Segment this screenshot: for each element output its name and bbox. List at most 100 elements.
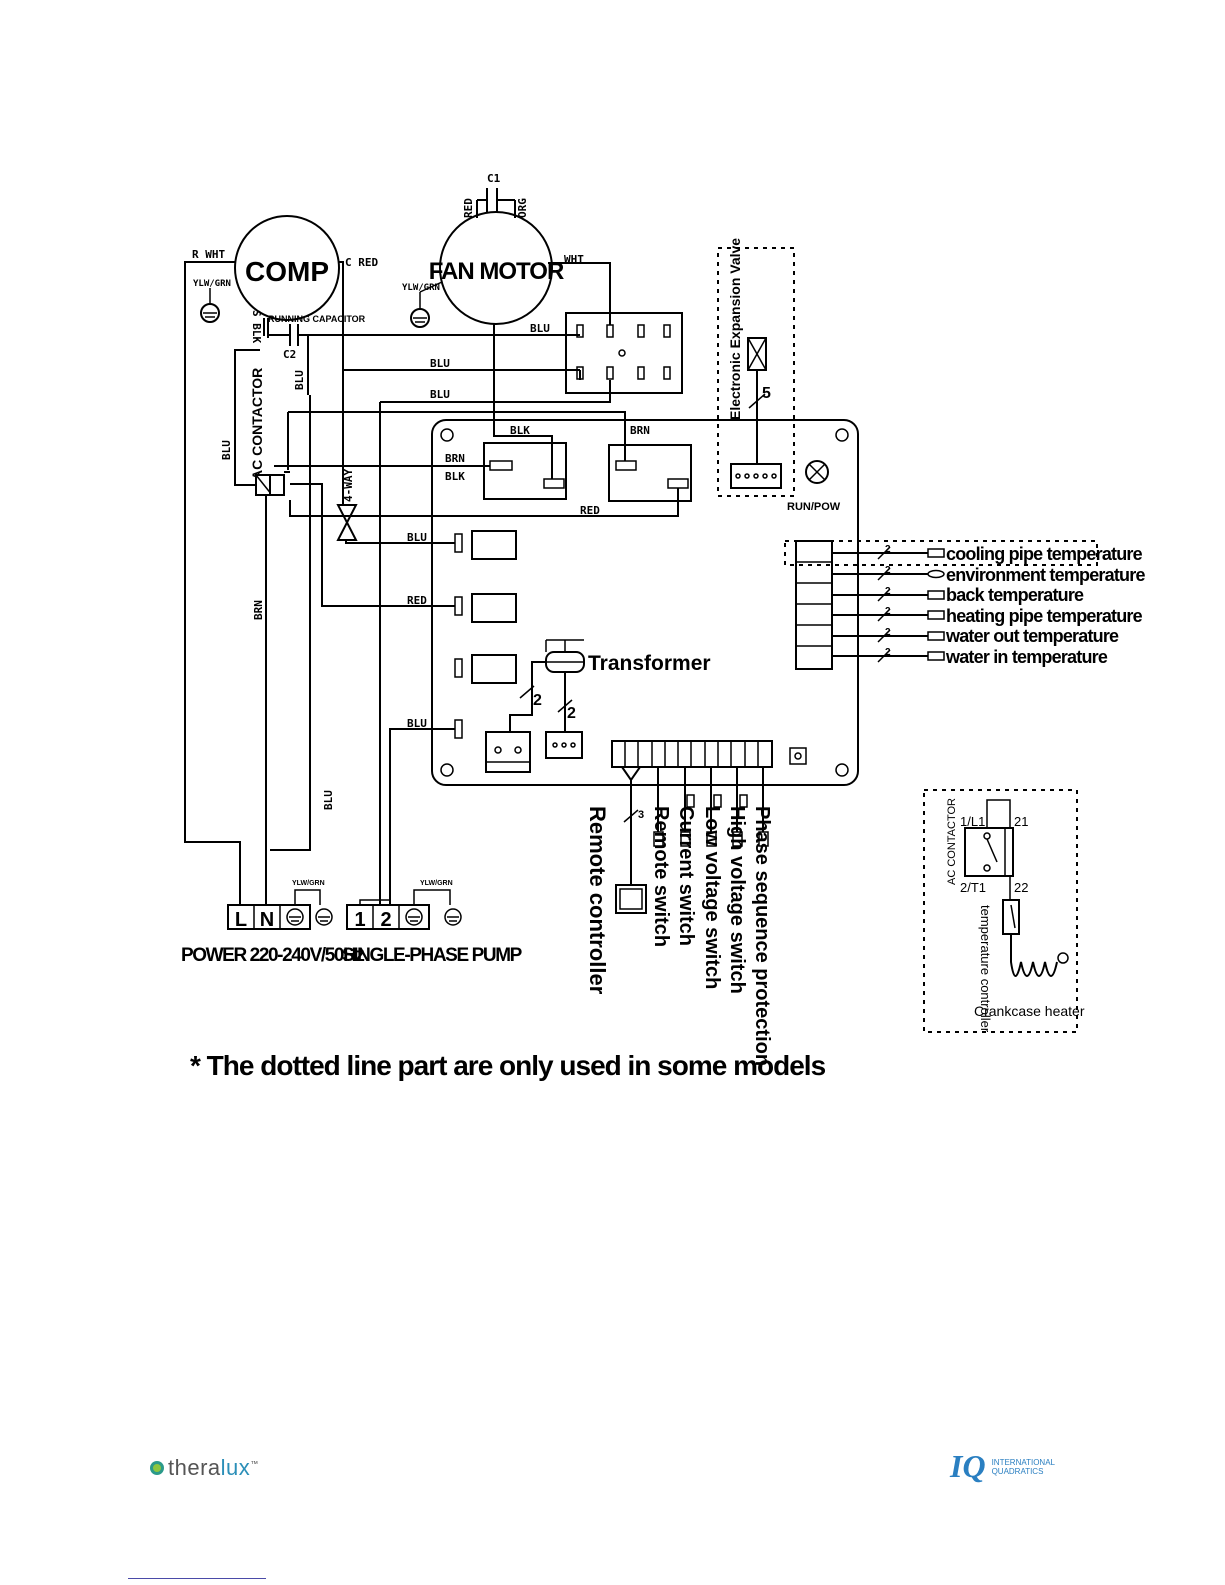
eev-dashed-box <box>717 247 795 497</box>
run-pow-label: RUN/POW <box>787 501 841 513</box>
eev-label: Electronic Expansion Valve <box>727 238 743 420</box>
transformer-wire-count: 2 <box>567 705 576 722</box>
wire-label: BLU <box>322 790 335 810</box>
comp-ground-icon <box>200 288 220 323</box>
board-small-component <box>789 747 807 765</box>
switch-label: Current switch <box>675 806 697 946</box>
comp-relay <box>483 442 567 500</box>
ac-contactor-label: AC CONTACTOR <box>249 368 265 480</box>
eev-icon <box>747 337 767 465</box>
output-terminal <box>454 654 517 684</box>
transformer-icon <box>509 639 585 732</box>
sensor-wire-count: 2 <box>885 586 891 597</box>
fan-capacitor-c1 <box>476 188 516 218</box>
wire-label: BRN <box>630 424 650 437</box>
board-mount-hole <box>835 763 849 777</box>
sensor-wire-count: 2 <box>885 647 891 658</box>
four-way-label: 4-WAY <box>342 469 355 502</box>
switch-terminal-strip <box>611 740 773 768</box>
sensor-wire-count: 2 <box>885 606 891 617</box>
run-pow-indicator <box>805 460 829 484</box>
wire-label: RED <box>580 504 600 517</box>
sensor-label: heating pipe temperature <box>946 606 1143 626</box>
transformer-wire-count: 2 <box>533 692 542 709</box>
crankcase-dashed-box <box>923 789 1078 1033</box>
output-terminal <box>454 719 463 739</box>
crankcase-t1-label: 2/T1 <box>960 880 986 895</box>
crankcase-l1-label: 1/L1 <box>960 814 985 829</box>
crankcase-heater-icon <box>1010 934 1069 977</box>
pump-ground-wire-label: YLW/GRN <box>420 880 453 887</box>
wire-label: BLK <box>445 470 465 483</box>
output-terminal <box>454 530 517 560</box>
pump-ground-icon <box>444 908 462 926</box>
switch-label: Phase sequence protection <box>751 806 773 1066</box>
sensor-label: environment temperature <box>946 565 1145 585</box>
switch-label: Remote controller <box>585 806 610 995</box>
wire-label: BLU <box>407 531 427 544</box>
board-mount-hole <box>835 428 849 442</box>
sensor-label: back temperature <box>946 585 1084 605</box>
crankcase-22-label: 22 <box>1014 880 1028 895</box>
transformer-connector <box>485 731 531 773</box>
wire-label: BRN <box>445 452 465 465</box>
fan-relay-block <box>565 312 683 394</box>
sensor-wire-count: 2 <box>885 627 891 638</box>
wire-label: BLU <box>530 322 550 335</box>
transformer-secondary-connector <box>545 731 583 759</box>
pump-terminal-1: 1 <box>354 909 365 931</box>
fan-red-wire-label: RED <box>462 198 475 218</box>
cooling-sensor-dashed-box <box>784 540 1098 566</box>
sensor-wire-count: 2 <box>885 565 891 576</box>
wire-label: RED <box>407 594 427 607</box>
comp-ground-wire-label: YLW/GRN <box>193 279 231 289</box>
footnote: * The dotted line part are only used in … <box>190 1050 826 1081</box>
four-way-valve-icon <box>336 504 358 541</box>
crankcase-heater-label: Crankcase heater <box>974 1003 1085 1019</box>
switch-label: High voltage switch <box>726 806 748 994</box>
temperature-controller-switch <box>1002 899 1020 935</box>
fan-ground-icon <box>410 281 443 328</box>
board-mount-hole <box>440 763 454 777</box>
fan-motor-label: FAN MOTOR <box>429 258 564 285</box>
output-terminal <box>454 593 517 623</box>
pump-label: SINGLE-PHASE PUMP <box>342 945 523 966</box>
comp-s-wire-label: S BLK <box>250 310 263 343</box>
fan-motor: FAN MOTOR <box>429 211 565 325</box>
wire-label: BLU <box>430 357 450 370</box>
eev-connector <box>730 463 782 489</box>
theralux-logo-icon <box>150 1461 164 1475</box>
compressor: COMP <box>234 215 340 321</box>
sensor-label: cooling pipe temperature <box>946 544 1143 564</box>
remote-controller-wire-count: 3 <box>638 809 644 821</box>
wire-label: BRN <box>252 600 265 620</box>
sensor-terminal-strip <box>795 540 833 670</box>
wire-label: BLK <box>510 424 530 437</box>
pump-terminal-2: 2 <box>380 909 391 931</box>
footer-link-underline[interactable] <box>128 1578 266 1579</box>
sensor-label: water in temperature <box>945 647 1108 667</box>
power-terminal-n: N <box>260 909 274 931</box>
crankcase-ac-contactor-label: AC CONTACTOR <box>946 798 958 885</box>
board-small-component <box>794 752 802 760</box>
comp-c-wire-label: C RED <box>345 256 378 269</box>
crankcase-21-label: 21 <box>1014 814 1028 829</box>
power-terminal-block <box>227 904 311 930</box>
wire-label: BLU <box>430 388 450 401</box>
switch-label: Low voltage switch <box>701 806 723 989</box>
eev-wire-count: 5 <box>762 385 771 402</box>
main-control-board <box>431 419 859 786</box>
power-label: POWER 220-240V/50Hz <box>181 945 364 966</box>
crankcase-contactor-icon <box>964 799 1014 900</box>
board-mount-hole <box>440 428 454 442</box>
fan-org-wire-label: ORG <box>516 198 529 218</box>
transformer-label: Transformer <box>588 652 711 675</box>
theralux-logo: theralux™ <box>150 1455 259 1481</box>
temperature-controller-label: temperature controller <box>978 905 993 1033</box>
wire-label: BLU <box>220 440 233 460</box>
sensor-wire-count: 2 <box>885 544 891 555</box>
switch-label: Remote switch <box>650 806 672 947</box>
c1-label: C1 <box>487 172 501 185</box>
